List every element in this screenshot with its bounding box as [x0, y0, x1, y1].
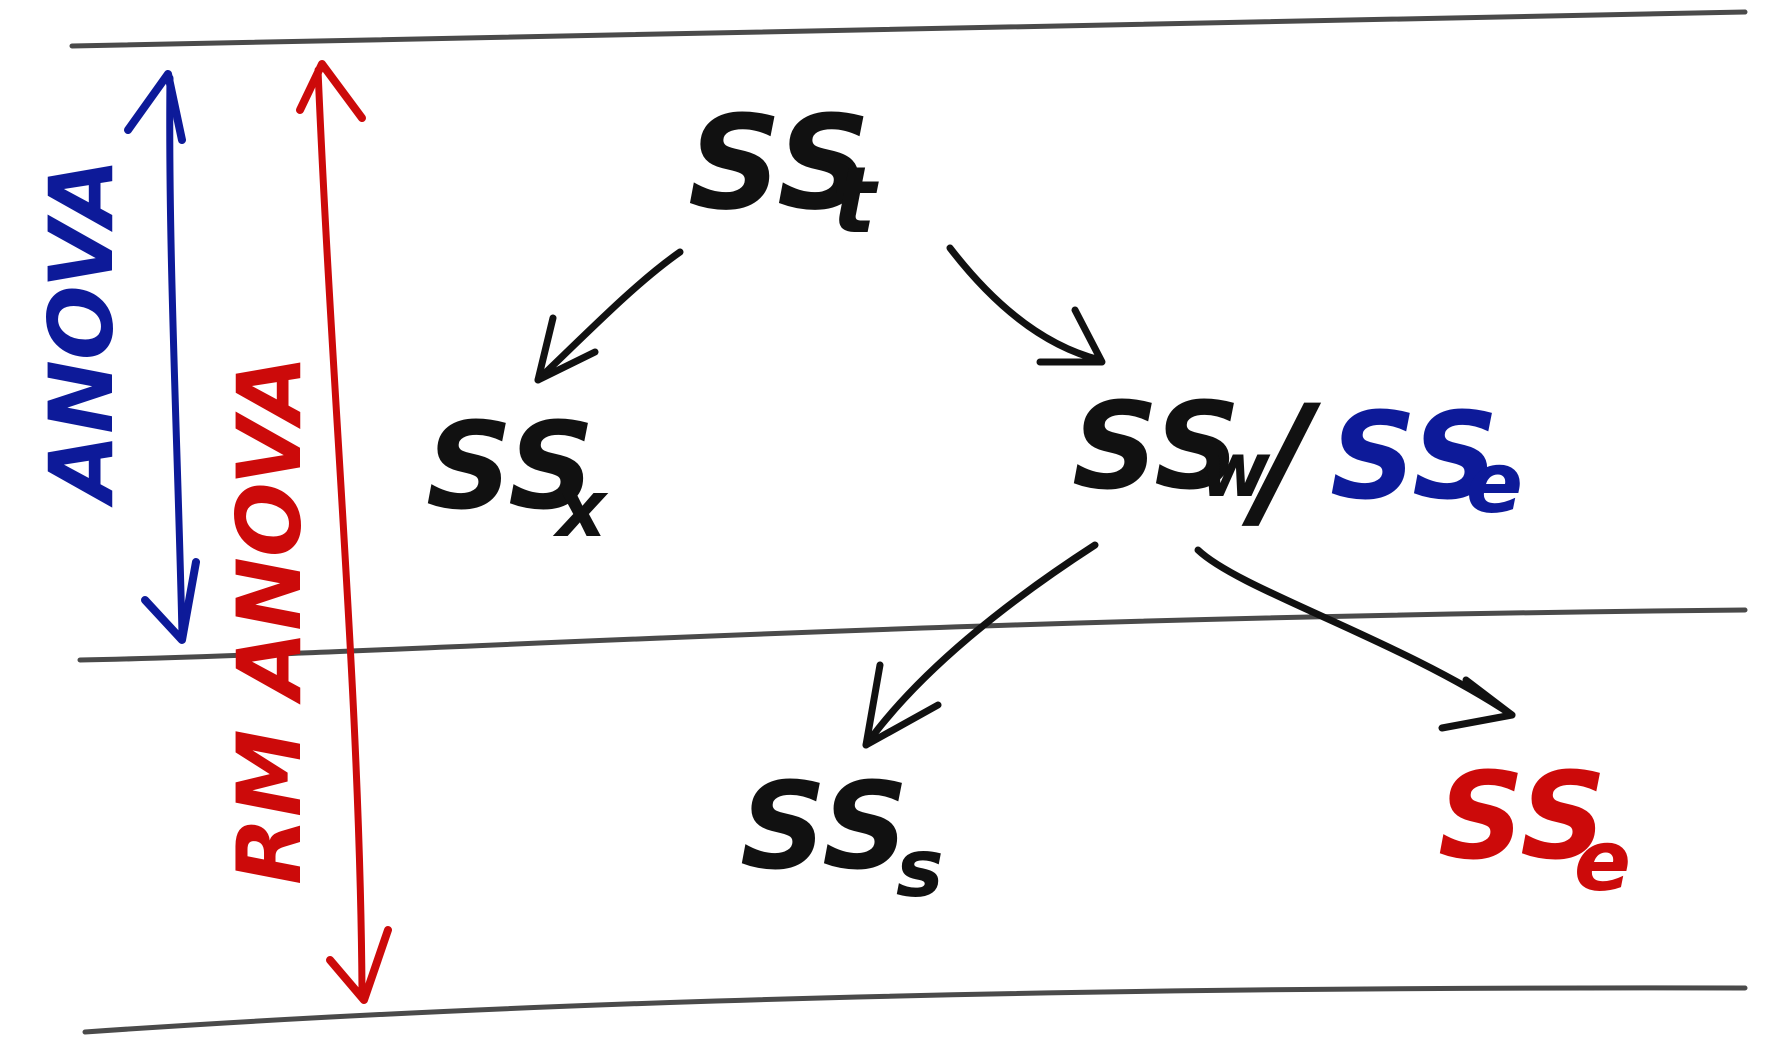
arrow-head-sss [862, 661, 942, 749]
anova-range-arrow [124, 70, 200, 644]
ssw-main: SS [1072, 378, 1241, 517]
sst-subscript: t [832, 147, 879, 254]
top-divider-line [69, 9, 1748, 49]
bottom-divider-line [82, 985, 1748, 1035]
sss-subscript: s [896, 822, 944, 915]
sse-red-main: SS [1438, 748, 1607, 887]
node-sst: SS t [688, 87, 879, 254]
ssx-subscript: x [552, 465, 609, 555]
rm-anova-label: RM ANOVA [218, 355, 321, 885]
arrow-ssw-to-sss [862, 541, 1099, 749]
middle-divider-line [77, 607, 1748, 663]
rm-anova-range-arrow [296, 60, 392, 1004]
anova-label: ANOVA [30, 158, 133, 508]
node-ssx: SS x [426, 398, 609, 555]
sse-red-subscript: e [1574, 812, 1631, 910]
node-sse-red: SS e [1438, 748, 1631, 910]
sse-blue-subscript: e [1466, 434, 1523, 532]
arrow-head-ssx [534, 314, 599, 384]
sst-main: SS [688, 87, 871, 239]
node-sss: SS s [740, 758, 944, 915]
arrow-sst-to-ssw [946, 244, 1104, 364]
sss-main: SS [740, 758, 909, 897]
arrow-sst-to-ssx [534, 248, 684, 384]
ssw-subscript: w [1200, 425, 1271, 514]
arrow-head-sse [1438, 676, 1516, 732]
arrow-head-ssw [1036, 306, 1106, 366]
sse-blue-main: SS [1330, 388, 1499, 527]
node-ssw-sse: SS w / SS e [1072, 374, 1523, 548]
ssx-main: SS [426, 398, 595, 537]
arrow-ssw-to-sse [1194, 546, 1516, 719]
